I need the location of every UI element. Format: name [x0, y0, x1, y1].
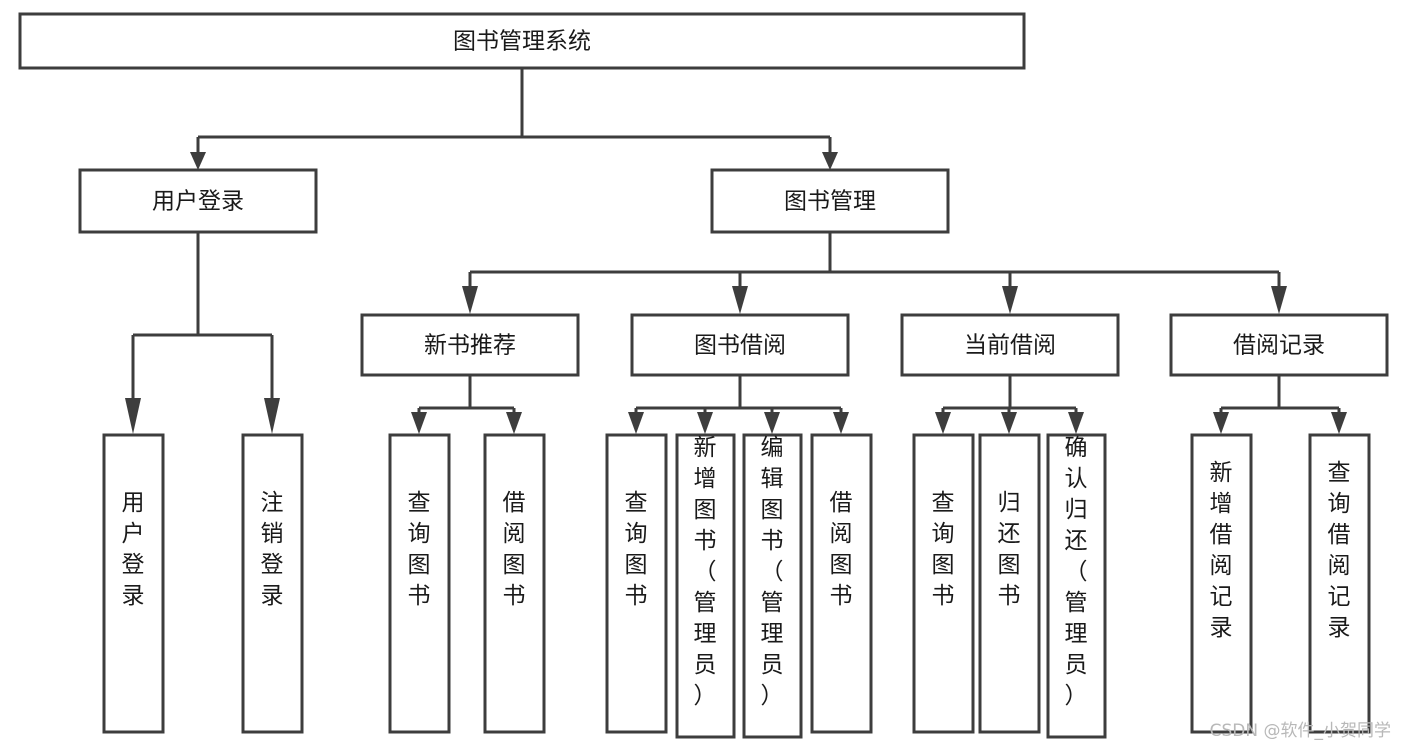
arrow-newbook-l2	[506, 412, 522, 434]
leaf-confirm-return-admin-box[interactable]	[1046, 433, 1107, 739]
leaf-query-book-borrow-box[interactable]	[605, 433, 668, 734]
leaf-borrow-book-borrow-label: 借阅图书	[830, 490, 853, 609]
arrow-borrow-l2	[697, 412, 713, 434]
node-book-manage-label: 图书管理	[784, 189, 876, 215]
node-current-borrow[interactable]: 当前借阅	[900, 313, 1120, 377]
arrow-record-l1	[1213, 412, 1229, 434]
node-current-borrow-label: 当前借阅	[964, 333, 1056, 359]
leaf-return-book-box[interactable]	[978, 433, 1041, 734]
leaf-logout-box[interactable]	[241, 433, 304, 734]
leaf-user-login[interactable]: 用户登录	[102, 433, 165, 734]
node-user-login-box[interactable]	[78, 168, 318, 234]
node-root-box[interactable]	[18, 12, 1026, 70]
arrow-record-l2	[1331, 412, 1347, 434]
leaf-logout-label: 注销登录	[261, 490, 284, 609]
leaf-query-borrow-record[interactable]: 查询借阅记录	[1308, 433, 1371, 734]
leaf-add-borrow-record[interactable]: 新增借阅记录	[1190, 433, 1253, 734]
edges-group	[125, 68, 1347, 434]
node-book-borrow-box[interactable]	[630, 313, 850, 377]
leaf-borrow-book-rec[interactable]: 借阅图书	[483, 433, 546, 734]
watermark-text: CSDN @软件_小贺同学	[1209, 721, 1391, 741]
arrow-user-l2	[264, 398, 280, 434]
arrow-borrow-l4	[833, 412, 849, 434]
leaf-add-book-admin-label: 新增图书（管理员）	[694, 435, 717, 709]
node-new-book-rec-box[interactable]	[360, 313, 580, 377]
leaf-query-book-borrow-label: 查询图书	[625, 490, 648, 609]
node-user-login[interactable]: 用户登录	[78, 168, 318, 234]
arrow-current-l1	[935, 412, 951, 434]
leaf-query-book-current[interactable]: 查询图书	[912, 433, 975, 734]
arrow-newbook-l1	[411, 412, 427, 434]
node-current-borrow-box[interactable]	[900, 313, 1120, 377]
leaf-borrow-book-rec-box[interactable]	[483, 433, 546, 734]
arrow-borrow-l3	[764, 412, 780, 434]
leaf-query-book-rec-box[interactable]	[388, 433, 451, 734]
arrow-user-l1	[125, 398, 141, 434]
arrow-book-c1	[462, 286, 478, 314]
leaf-add-book-admin-box[interactable]	[675, 433, 736, 739]
arrow-root-to-user	[190, 152, 206, 170]
leaf-query-book-rec[interactable]: 查询图书	[388, 433, 451, 734]
leaf-edit-book-admin-label: 编辑图书（管理员）	[761, 435, 784, 709]
node-book-manage-box[interactable]	[710, 168, 950, 234]
arrow-root-to-book	[822, 152, 838, 170]
node-new-book-rec[interactable]: 新书推荐	[360, 313, 580, 377]
leaf-borrow-book-borrow-box[interactable]	[810, 433, 873, 734]
node-root[interactable]: 图书管理系统	[18, 12, 1026, 70]
leaf-return-book-label: 归还图书	[998, 490, 1021, 609]
leaf-query-borrow-record-box[interactable]	[1308, 433, 1371, 734]
arrow-borrow-l1	[628, 412, 644, 434]
leaf-add-borrow-record-label: 新增借阅记录	[1210, 460, 1233, 641]
leaf-logout[interactable]: 注销登录	[241, 433, 304, 734]
leaf-query-book-borrow[interactable]: 查询图书	[605, 433, 668, 734]
leaf-add-borrow-record-box[interactable]	[1190, 433, 1253, 734]
node-new-book-rec-label: 新书推荐	[424, 333, 516, 359]
node-book-borrow[interactable]: 图书借阅	[630, 313, 850, 377]
leaf-query-book-current-box[interactable]	[912, 433, 975, 734]
leaf-query-borrow-record-label: 查询借阅记录	[1328, 460, 1351, 641]
leaf-edit-book-admin-box[interactable]	[742, 433, 803, 739]
leaf-borrow-book-rec-label: 借阅图书	[503, 490, 526, 609]
leaf-borrow-book-borrow[interactable]: 借阅图书	[810, 433, 873, 734]
leaf-user-login-box[interactable]	[102, 433, 165, 734]
leaf-confirm-return-admin[interactable]: 确认归还（管理员）	[1046, 433, 1107, 739]
leaf-add-book-admin[interactable]: 新增图书（管理员）	[675, 433, 736, 739]
arrow-book-c4	[1271, 286, 1287, 314]
node-book-manage[interactable]: 图书管理	[710, 168, 950, 234]
node-user-login-label: 用户登录	[152, 189, 244, 215]
leaf-edit-book-admin[interactable]: 编辑图书（管理员）	[742, 433, 803, 739]
node-book-borrow-label: 图书借阅	[694, 333, 786, 359]
node-borrow-record-label: 借阅记录	[1233, 333, 1325, 359]
arrow-current-l2	[1001, 412, 1017, 434]
leaf-return-book[interactable]: 归还图书	[978, 433, 1041, 734]
arrow-current-l3	[1068, 412, 1084, 434]
node-borrow-record[interactable]: 借阅记录	[1169, 313, 1389, 377]
leaf-confirm-return-admin-label: 确认归还（管理员）	[1065, 435, 1088, 709]
arrow-book-c3	[1002, 286, 1018, 314]
leaf-user-login-label: 用户登录	[122, 490, 145, 609]
arrow-book-c2	[732, 286, 748, 314]
node-root-label: 图书管理系统	[453, 29, 591, 55]
node-borrow-record-box[interactable]	[1169, 313, 1389, 377]
leaf-query-book-rec-label: 查询图书	[408, 490, 431, 609]
leaf-query-book-current-label: 查询图书	[932, 490, 955, 609]
